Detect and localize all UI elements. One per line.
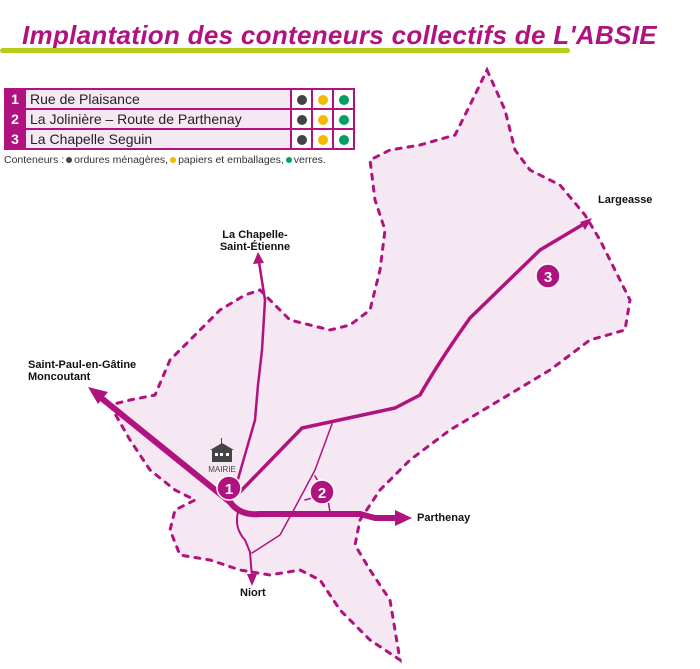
- page-title: Implantation des conteneurs collectifs d…: [22, 20, 657, 50]
- marker-3[interactable]: 3: [535, 263, 561, 289]
- note-verres: verres.: [293, 154, 326, 166]
- papiers-dot: [317, 95, 328, 106]
- verres-dot: [338, 115, 349, 126]
- title-underline: [0, 48, 570, 53]
- verres-dot: [285, 157, 292, 163]
- site-name: Rue de Plaisance: [24, 88, 292, 110]
- note-papiers: papiers et emballages,: [178, 154, 284, 166]
- arrow-moncoutant: [88, 387, 108, 404]
- place-saint-paul: Saint-Paul-en-Gâtine: [28, 359, 136, 371]
- note-ordures: ordures ménagères,: [74, 154, 169, 166]
- papiers-dot: [317, 115, 328, 126]
- arrow-chapelle: [253, 252, 264, 264]
- legend-note: Conteneurs : ordures ménagères, papiers et…: [4, 154, 326, 166]
- ordures-dot: [296, 95, 307, 106]
- road-niort: [235, 511, 253, 579]
- road-largeasse: [234, 223, 584, 498]
- verres-dot: [338, 135, 349, 146]
- site-number: 3: [4, 128, 26, 150]
- site-number: 1: [4, 88, 26, 110]
- site-name: La Jolinière – Route de Parthenay: [24, 108, 292, 130]
- marker-1[interactable]: 1: [216, 475, 242, 501]
- place-niort: Niort: [240, 587, 266, 599]
- papiers-dot: [170, 157, 177, 163]
- arrow-niort: [247, 574, 257, 586]
- mairie-icon: [210, 438, 234, 462]
- marker-3-label: 3: [544, 269, 552, 286]
- place-chapelle-2: Saint-Étienne: [220, 240, 290, 253]
- note-prefix: Conteneurs :: [4, 154, 65, 166]
- ordures-dot: [66, 157, 73, 163]
- place-chapelle-1: La Chapelle-: [222, 229, 288, 241]
- road-moncoutant: [97, 394, 233, 505]
- minor-road: [251, 423, 333, 554]
- arrow-parthenay: [395, 510, 412, 526]
- papiers-dot: [317, 135, 328, 146]
- road-parthenay: [227, 499, 398, 521]
- place-largeasse: Largeasse: [598, 194, 652, 206]
- arrow-largeasse: [580, 218, 592, 230]
- place-parthenay: Parthenay: [417, 512, 471, 524]
- road-chapelle: [234, 260, 267, 488]
- site-name: La Chapelle Seguin: [24, 128, 292, 150]
- marker-2-label: 2: [318, 485, 326, 502]
- marker-1-label: 1: [225, 481, 233, 498]
- marker-2[interactable]: 2: [309, 479, 335, 505]
- site-number: 2: [4, 108, 26, 130]
- mairie-label: MAIRIE: [208, 465, 236, 474]
- ordures-dot: [296, 115, 307, 126]
- place-moncoutant: Moncoutant: [28, 371, 91, 383]
- ordures-dot: [296, 135, 307, 146]
- verres-dot: [338, 95, 349, 106]
